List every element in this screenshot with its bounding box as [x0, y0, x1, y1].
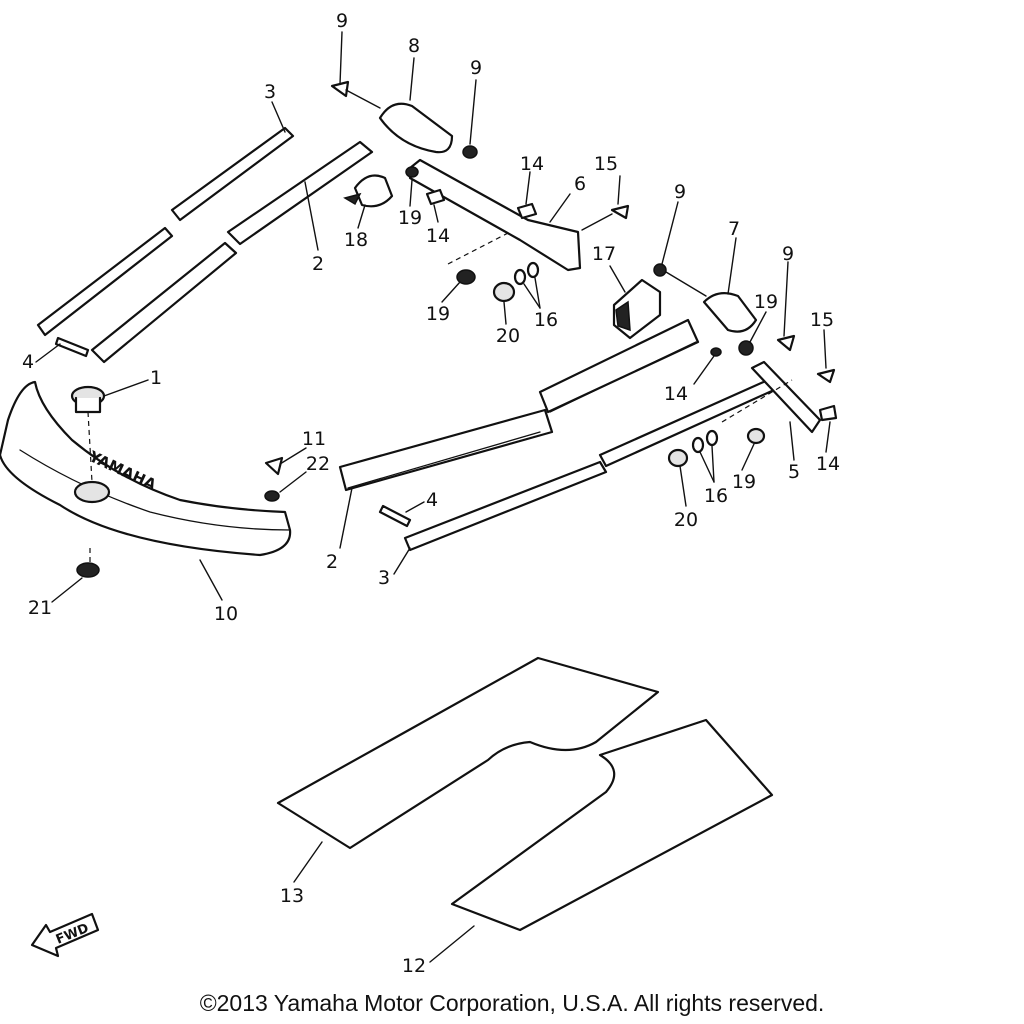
rail-3-left [36, 126, 295, 337]
callout-14: 14 [664, 383, 688, 405]
callout-20: 20 [496, 325, 520, 347]
nut-20-upper [492, 281, 516, 303]
callout-9: 9 [782, 243, 794, 265]
bolt-9-top [330, 80, 381, 109]
fwd-arrow-icon: FWD [30, 912, 100, 958]
nut-19-upper [405, 166, 419, 178]
callout-9: 9 [336, 10, 348, 32]
callout-19: 19 [426, 303, 450, 325]
callout-15: 15 [810, 309, 834, 331]
bolt-14-upper-b [516, 202, 538, 220]
nut-21 [76, 548, 100, 578]
callout-11: 11 [302, 428, 326, 450]
callout-7: 7 [728, 218, 740, 240]
callout-18: 18 [344, 229, 368, 251]
rail-3-right [403, 378, 776, 552]
cover-8 [378, 102, 454, 154]
bolt-14-upper-a [425, 188, 446, 206]
callouts: 9 8 9 3 14 15 6 9 19 14 18 7 2 17 9 19 1… [22, 10, 840, 977]
bracket-6 [408, 158, 582, 272]
callout-15: 15 [594, 153, 618, 175]
callout-10: 10 [214, 603, 238, 625]
callout-20: 20 [674, 509, 698, 531]
callout-9: 9 [470, 57, 482, 79]
bolt-9-mid [462, 145, 478, 159]
callout-12: 12 [402, 955, 426, 977]
callout-16: 16 [704, 485, 728, 507]
callout-2: 2 [312, 253, 324, 275]
callout-3: 3 [264, 81, 276, 103]
callout-16: 16 [534, 309, 558, 331]
callout-14: 14 [816, 453, 840, 475]
callout-14: 14 [426, 225, 450, 247]
clamp-18 [343, 174, 394, 208]
bolt-9-right-b [776, 334, 796, 352]
cover-7 [702, 291, 758, 333]
callout-21: 21 [28, 597, 52, 619]
callout-4: 4 [426, 489, 438, 511]
callout-9: 9 [674, 181, 686, 203]
callout-19: 19 [398, 207, 422, 229]
nut-19-right-lower [721, 379, 793, 445]
callout-22: 22 [306, 453, 330, 475]
callout-4: 4 [22, 351, 34, 373]
bumper-10: YAMAHA [0, 380, 292, 557]
callout-13: 13 [280, 885, 304, 907]
bolt-15-right [816, 368, 836, 384]
callout-17: 17 [592, 243, 616, 265]
callout-14: 14 [520, 153, 544, 175]
leader-lines [35, 31, 831, 963]
pin-4-right [378, 504, 412, 528]
mat-13 [276, 656, 660, 850]
callout-19: 19 [754, 291, 778, 313]
callout-1: 1 [150, 367, 162, 389]
callout-3: 3 [378, 567, 390, 589]
copyright-notice: ©2013 Yamaha Motor Corporation, U.S.A. A… [199, 990, 825, 1016]
rail-2-left [90, 140, 374, 364]
rail-2-right [338, 318, 700, 492]
nut-20-right [667, 448, 689, 468]
bracket-5 [750, 360, 822, 434]
bolt-15-upper [581, 204, 630, 231]
callout-2: 2 [326, 551, 338, 573]
bolt-14-right-b [818, 404, 838, 422]
callout-5: 5 [788, 461, 800, 483]
washers-16-right [691, 429, 719, 454]
pin-4-left [54, 336, 90, 358]
bolt-11 [264, 456, 284, 476]
bolt-14-right-a [710, 347, 722, 357]
callout-8: 8 [408, 35, 420, 57]
washers-16-upper [513, 261, 540, 286]
block-17 [612, 278, 662, 340]
nut-19-lower [447, 231, 511, 285]
callout-6: 6 [574, 173, 586, 195]
bolt-9-right-a [653, 263, 707, 297]
callout-19: 19 [732, 471, 756, 493]
washer-22 [264, 490, 280, 502]
nut-19-right-upper [738, 340, 754, 356]
mat-12 [450, 718, 774, 932]
cap-1 [70, 385, 106, 483]
